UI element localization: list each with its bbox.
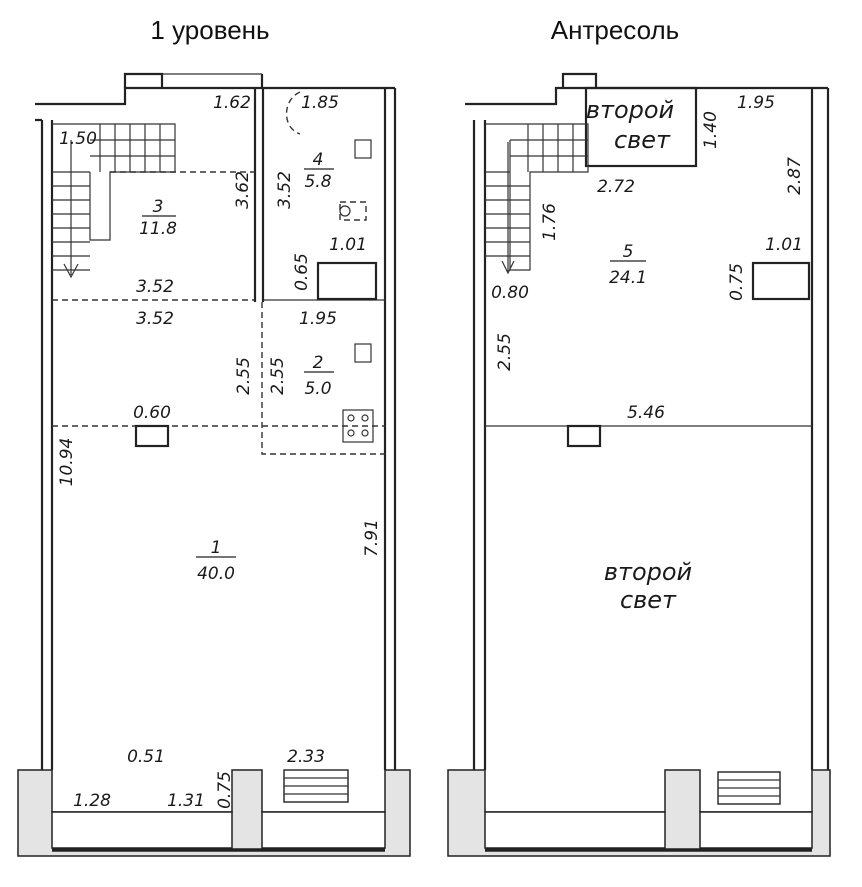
void-main-label-line1: второй	[604, 558, 692, 586]
dim-3-52-b: 3.52	[136, 309, 174, 329]
dim-m-1-01: 1.01	[765, 235, 803, 255]
outer-walls	[17, 72, 411, 857]
dim-0-60: 0.60	[133, 403, 171, 423]
room-3-area: 11.8	[139, 219, 177, 239]
dim-2-33: 2.33	[287, 747, 325, 767]
dim-1-95: 1.95	[299, 309, 337, 329]
void-main-label-line2: свет	[620, 586, 677, 614]
room-3-number: 3	[153, 197, 164, 217]
void-upper	[584, 86, 698, 168]
plan-level-1: 3 11.8 4 5.8 2 5.0 1 40.0 1.62 1.85 1.50…	[17, 72, 411, 857]
room-label-mezzanine: 5 24.1	[609, 242, 647, 288]
room-4-area: 5.8	[304, 172, 331, 192]
dimensions-level-1: 1.62 1.85 1.50 3.62 3.52 1.01 0.65 3.52 …	[57, 93, 382, 811]
room-1-number: 1	[211, 538, 222, 558]
dim-m-0-75: 0.75	[727, 263, 747, 301]
dim-m-1-76: 1.76	[540, 203, 560, 241]
room-2-area: 5.0	[304, 379, 331, 399]
dim-3-62: 3.62	[233, 171, 253, 209]
dim-1-62: 1.62	[213, 93, 251, 113]
dim-1-28: 1.28	[73, 791, 111, 811]
fixtures	[134, 91, 378, 448]
void-upper-label-line2: свет	[614, 126, 671, 154]
dim-1-01: 1.01	[329, 235, 367, 255]
title-mezzanine: Антресоль	[550, 15, 680, 45]
dim-m-2-55: 2.55	[495, 333, 515, 371]
dim-m-1-95: 1.95	[737, 93, 775, 113]
dim-1-31: 1.31	[167, 791, 205, 811]
title-level-1: 1 уровень	[150, 15, 270, 45]
dim-1-85: 1.85	[301, 93, 339, 113]
dim-m-5-46: 5.46	[627, 403, 665, 423]
dim-2-55-b: 2.55	[268, 357, 288, 395]
dim-3-52-a: 3.52	[136, 277, 174, 297]
room-1-area: 40.0	[197, 564, 235, 584]
void-upper-label-line1: второй	[586, 96, 674, 124]
dim-3-52-vertical: 3.52	[275, 171, 295, 209]
dim-2-55-a: 2.55	[234, 357, 254, 395]
fixtures-mezzanine	[566, 261, 811, 448]
dim-10-94: 10.94	[57, 438, 77, 487]
dim-m-1-40: 1.40	[701, 111, 721, 149]
dim-7-91: 7.91	[362, 519, 382, 557]
dim-m-2-87: 2.87	[785, 157, 805, 195]
dim-1-50: 1.50	[59, 129, 97, 149]
room-labels: 3 11.8 4 5.8 2 5.0 1 40.0	[139, 150, 334, 584]
room-4-number: 4	[313, 150, 324, 170]
dimensions-mezzanine: 1.95 1.40 2.87 2.72 1.76 1.01 0.75 0.80 …	[491, 93, 805, 423]
room-5-number: 5	[623, 242, 634, 262]
room-5-area: 24.1	[609, 268, 647, 288]
dim-0-65: 0.65	[292, 253, 312, 291]
plan-mezzanine: второй свет второй свет 5 24.1 1.95 1.40…	[447, 72, 831, 857]
dim-m-0-80: 0.80	[491, 283, 529, 303]
outer-walls-mezzanine	[447, 72, 831, 857]
dim-0-51: 0.51	[127, 747, 165, 767]
notes-mezzanine: второй свет второй свет	[586, 96, 692, 614]
staircase-mezzanine	[485, 123, 589, 275]
room-2-number: 2	[313, 353, 324, 373]
staircase	[52, 123, 176, 279]
dim-m-2-72: 2.72	[597, 177, 635, 197]
dim-0-75: 0.75	[215, 771, 235, 809]
